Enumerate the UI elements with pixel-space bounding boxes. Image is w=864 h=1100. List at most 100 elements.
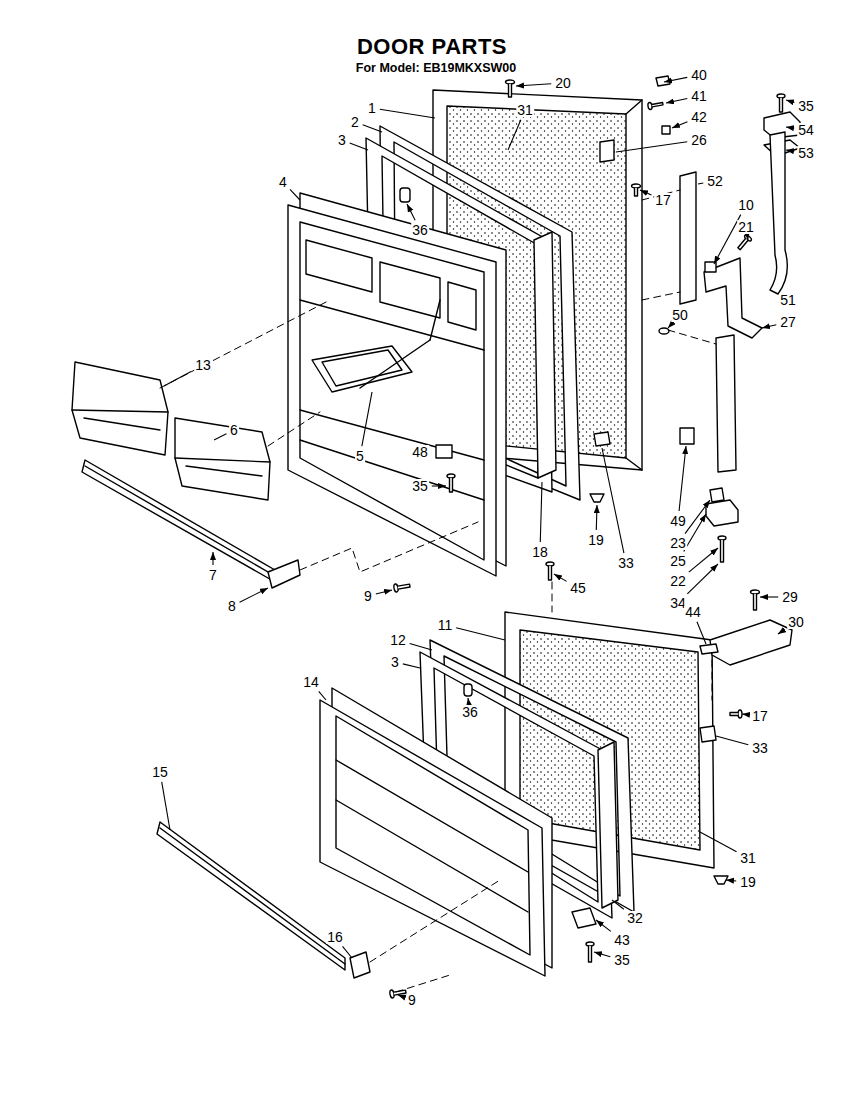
screw <box>751 590 760 610</box>
breaker-strip <box>534 232 556 478</box>
callout-number: 5 <box>355 449 365 463</box>
callout-number: 3 <box>337 133 347 147</box>
leader-line <box>596 505 598 530</box>
screw <box>509 84 512 97</box>
leader-line <box>672 122 687 128</box>
leader-line <box>786 127 794 128</box>
callout-number: 18 <box>531 545 549 559</box>
callout-number: 48 <box>411 445 429 459</box>
screw <box>393 584 398 593</box>
leader-line <box>343 946 352 958</box>
screw <box>751 590 760 594</box>
leader-line <box>596 920 611 931</box>
callout-number: 4 <box>278 175 288 189</box>
screw <box>777 94 785 112</box>
hinge-part <box>710 620 792 665</box>
door-shelf <box>72 410 168 412</box>
callout-number: 33 <box>617 556 635 570</box>
leader-line <box>398 995 404 997</box>
model-number: For Model: EB19MKXSW00 <box>355 62 517 75</box>
shelf-rail <box>268 560 300 588</box>
door-shelf <box>175 418 270 500</box>
door-liner <box>306 240 372 292</box>
callout-number: 31 <box>516 103 534 117</box>
leader-line <box>407 204 415 220</box>
callout-number: 36 <box>411 223 429 237</box>
screw <box>389 990 394 999</box>
hinge-part <box>700 644 718 654</box>
leader-line <box>554 574 567 581</box>
hinge-part <box>662 126 670 134</box>
callout-number: 32 <box>626 911 644 925</box>
screw <box>389 590 759 998</box>
door-shelf <box>72 362 168 455</box>
leader-line <box>698 183 703 185</box>
door-liner <box>380 262 440 318</box>
callout-number: 36 <box>461 705 479 719</box>
door-liner <box>312 346 412 392</box>
callout-number: 42 <box>690 110 708 124</box>
small-part <box>400 188 410 202</box>
leader-line <box>612 900 624 909</box>
callout-number: 10 <box>737 198 755 212</box>
screw <box>721 540 724 562</box>
leader-line <box>214 434 226 440</box>
screw <box>549 566 552 580</box>
screw <box>738 239 748 250</box>
leader-line <box>742 713 748 715</box>
dashed-guide <box>552 582 553 612</box>
door-liner <box>360 340 430 388</box>
leader-line <box>687 564 718 594</box>
callout-number: 21 <box>737 220 755 234</box>
callout-number: 8 <box>227 599 237 613</box>
door-liner <box>288 205 496 576</box>
callout-number: 26 <box>690 133 708 147</box>
callout-number: 29 <box>781 590 799 604</box>
hinge-part <box>680 428 694 444</box>
leader-line <box>362 392 372 446</box>
door-liner <box>464 684 472 696</box>
leader-line <box>616 142 687 152</box>
leader-line <box>432 485 446 486</box>
callout-number: 20 <box>554 76 572 90</box>
screw <box>546 562 554 566</box>
hinge-part <box>590 494 604 502</box>
screw <box>632 184 641 196</box>
screw <box>635 188 638 196</box>
callout-number: 6 <box>229 423 239 437</box>
small-part <box>450 478 453 492</box>
callout-number: 25 <box>669 554 687 568</box>
dashed-guide <box>300 522 478 572</box>
dashed-guide <box>668 330 716 344</box>
leader-line <box>666 98 687 103</box>
hinge-part <box>770 132 787 294</box>
callout-number: 54 <box>797 123 815 137</box>
leader-line <box>640 190 651 195</box>
shelf-rail <box>157 822 345 970</box>
screw <box>730 713 738 716</box>
small-part <box>400 188 455 492</box>
screw <box>506 80 515 97</box>
callout-number: 11 <box>437 618 454 632</box>
callout-number: 19 <box>587 533 605 547</box>
screw <box>586 942 594 946</box>
screw <box>754 594 757 610</box>
leader-line <box>747 237 749 240</box>
screw <box>736 234 752 251</box>
door-liner <box>336 716 530 955</box>
callout-number: 17 <box>751 709 769 723</box>
door-liner <box>300 440 484 500</box>
shelf-rail <box>157 822 370 978</box>
screw <box>647 100 663 109</box>
shelf-rail <box>82 460 300 588</box>
door-liner <box>430 300 440 340</box>
screw <box>652 103 663 107</box>
leader-line <box>602 448 624 553</box>
leader-line <box>240 588 268 602</box>
callout-number: 53 <box>797 146 815 160</box>
leader-line <box>162 782 170 830</box>
leader-line <box>380 109 435 118</box>
